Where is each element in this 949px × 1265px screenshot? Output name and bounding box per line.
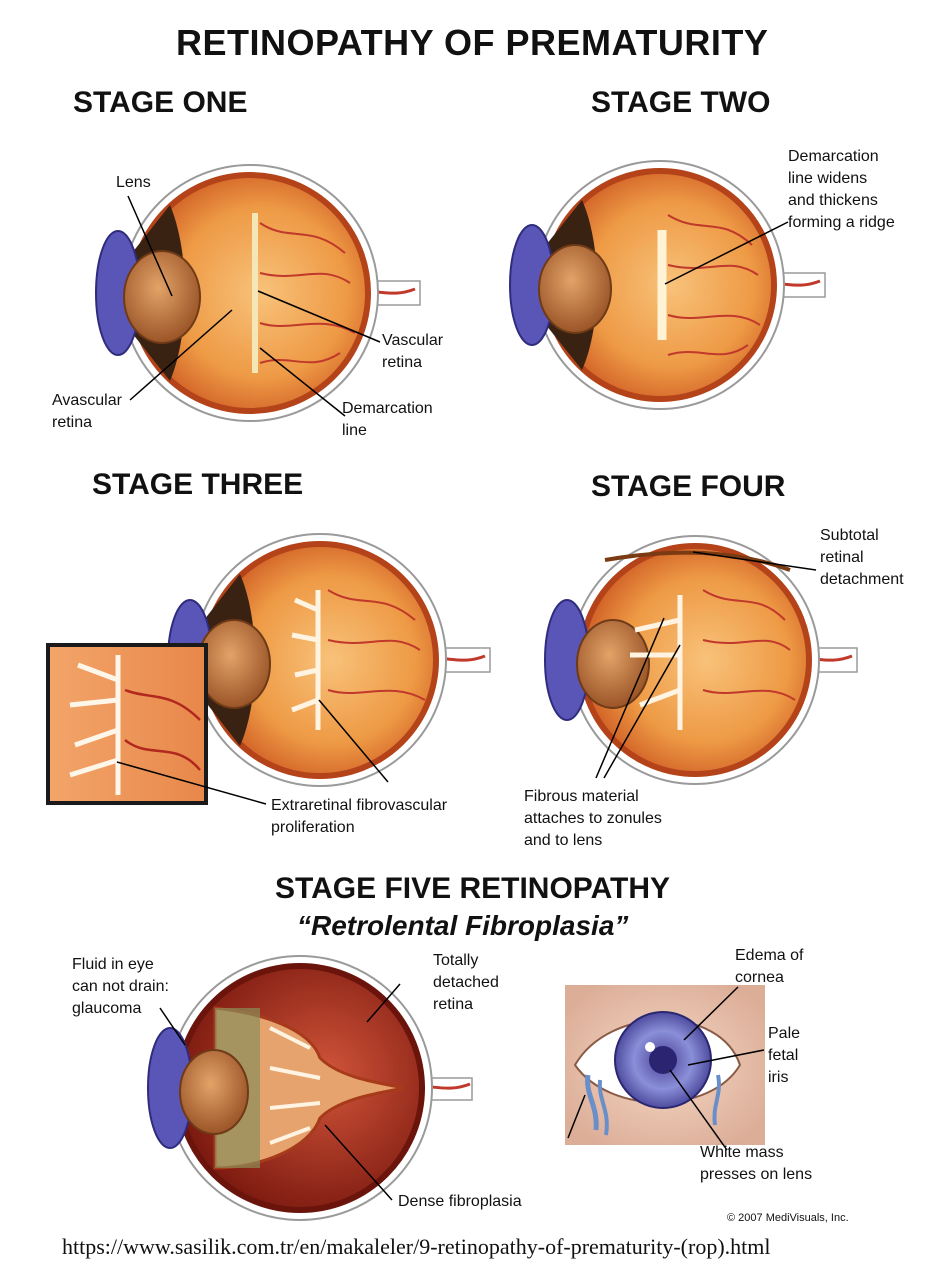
label-edema-cornea: Edema of cornea [735,947,804,986]
copyright: © 2007 MediVisuals, Inc. [727,1212,849,1224]
heading-stage-three: STAGE THREE [92,468,304,501]
eye-stage-one [95,164,421,422]
label-extraretinal: Extraretinal fibrovascular proliferation [271,797,448,836]
eye-stage-two [509,160,826,410]
label-demarcation-line: Demarcation line [342,400,433,439]
label-lens: Lens [116,174,151,191]
label-fibrous-material: Fibrous material attaches to zonules and… [524,788,662,849]
label-subtotal-detachment: Subtotal retinal detachment [820,527,904,588]
heading-stage-two: STAGE TWO [591,86,771,119]
source-url: https://www.sasilik.com.tr/en/makaleler/… [62,1234,771,1259]
external-eye [565,985,765,1145]
subtitle-stage-five: “Retrolental Fibroplasia” [297,910,629,941]
eye-stage-three [167,533,491,787]
page-title: RETINOPATHY OF PREMATURITY [176,22,769,63]
label-dense-fibroplasia: Dense fibroplasia [398,1193,522,1210]
eye-stage-five [147,955,473,1221]
heading-stage-one: STAGE ONE [73,86,248,119]
label-fluid-glaucoma: Fluid in eye can not drain: glaucoma [72,956,169,1017]
heading-stage-four: STAGE FOUR [591,470,786,503]
label-pale-iris: Pale fetal iris [768,1025,801,1086]
leader-lines [116,195,817,1201]
label-vascular-retina: Vascular retina [382,332,444,371]
label-ridge: Demarcation line widens and thickens for… [788,148,895,231]
label-white-mass: White mass presses on lens [700,1144,813,1183]
label-avascular-retina: Avascular retina [52,392,122,431]
inset-stage-three [46,643,208,805]
heading-stage-five: STAGE FIVE RETINOPATHY [275,872,671,905]
label-totally-detached: Totally detached retina [433,952,499,1013]
eye-stage-four [544,535,858,785]
